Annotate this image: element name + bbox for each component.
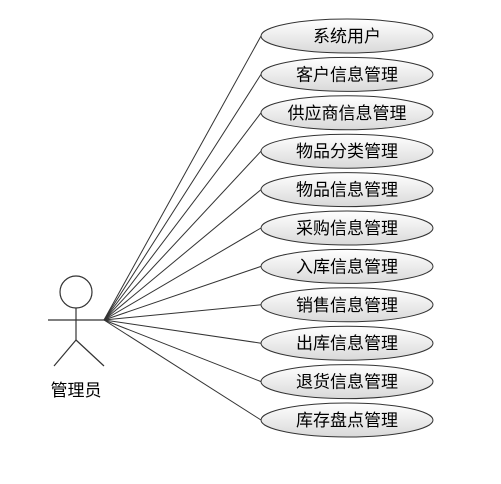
use-case-8: 销售信息管理 xyxy=(260,287,434,323)
use-case-9: 出库信息管理 xyxy=(260,325,434,361)
actor: 管理员 xyxy=(48,275,105,401)
use-case-7: 入库信息管理 xyxy=(260,248,434,284)
use-case-ellipse xyxy=(260,325,434,361)
use-case-5: 物品信息管理 xyxy=(260,172,434,208)
use-case-10: 退货信息管理 xyxy=(260,364,434,400)
use-case-ellipse xyxy=(260,18,434,54)
use-case-ellipse xyxy=(260,210,434,246)
actor-right-leg xyxy=(75,339,105,367)
association-line-3 xyxy=(103,112,262,321)
use-case-label: 物品信息管理 xyxy=(296,181,398,201)
association-lines xyxy=(103,35,262,421)
association-line-9 xyxy=(103,319,262,344)
use-case-label: 退货信息管理 xyxy=(296,373,398,393)
use-case-label: 入库信息管理 xyxy=(296,257,398,277)
use-case-label: 出库信息管理 xyxy=(296,334,398,354)
association-line-8 xyxy=(103,304,262,321)
association-line-7 xyxy=(103,265,262,321)
use-case-ellipse xyxy=(260,248,434,284)
association-line-5 xyxy=(103,189,262,321)
association-line-11 xyxy=(103,319,262,421)
use-case-label: 供应商信息管理 xyxy=(288,104,407,124)
association-line-10 xyxy=(103,319,262,383)
use-case-4: 物品分类管理 xyxy=(260,133,434,169)
actor-left-leg xyxy=(53,339,77,367)
use-case-ellipse xyxy=(260,287,434,323)
use-case-ellipse xyxy=(260,402,434,438)
association-line-2 xyxy=(103,74,262,321)
association-line-4 xyxy=(103,150,262,321)
actor-label: 管理员 xyxy=(51,381,102,401)
use-case-label: 系统用户 xyxy=(313,27,381,47)
use-case-label: 库存盘点管理 xyxy=(296,411,398,431)
association-line-1 xyxy=(103,35,262,321)
use-case-ellipse xyxy=(260,172,434,208)
use-case-2: 客户信息管理 xyxy=(260,56,434,92)
use-case-ellipse xyxy=(260,95,434,131)
use-case-6: 采购信息管理 xyxy=(260,210,434,246)
use-case-list: 系统用户客户信息管理供应商信息管理物品分类管理物品信息管理采购信息管理入库信息管… xyxy=(260,18,434,438)
use-case-ellipse xyxy=(260,133,434,169)
use-case-label: 采购信息管理 xyxy=(296,219,398,239)
use-case-label: 客户信息管理 xyxy=(296,65,398,85)
use-case-label: 物品分类管理 xyxy=(296,142,398,162)
association-line-6 xyxy=(103,227,262,321)
use-case-11: 库存盘点管理 xyxy=(260,402,434,438)
use-case-ellipse xyxy=(260,56,434,92)
actor-head xyxy=(59,275,93,309)
use-case-ellipse xyxy=(260,364,434,400)
use-case-3: 供应商信息管理 xyxy=(260,95,434,131)
use-case-1: 系统用户 xyxy=(260,18,434,54)
use-case-label: 销售信息管理 xyxy=(296,296,398,316)
